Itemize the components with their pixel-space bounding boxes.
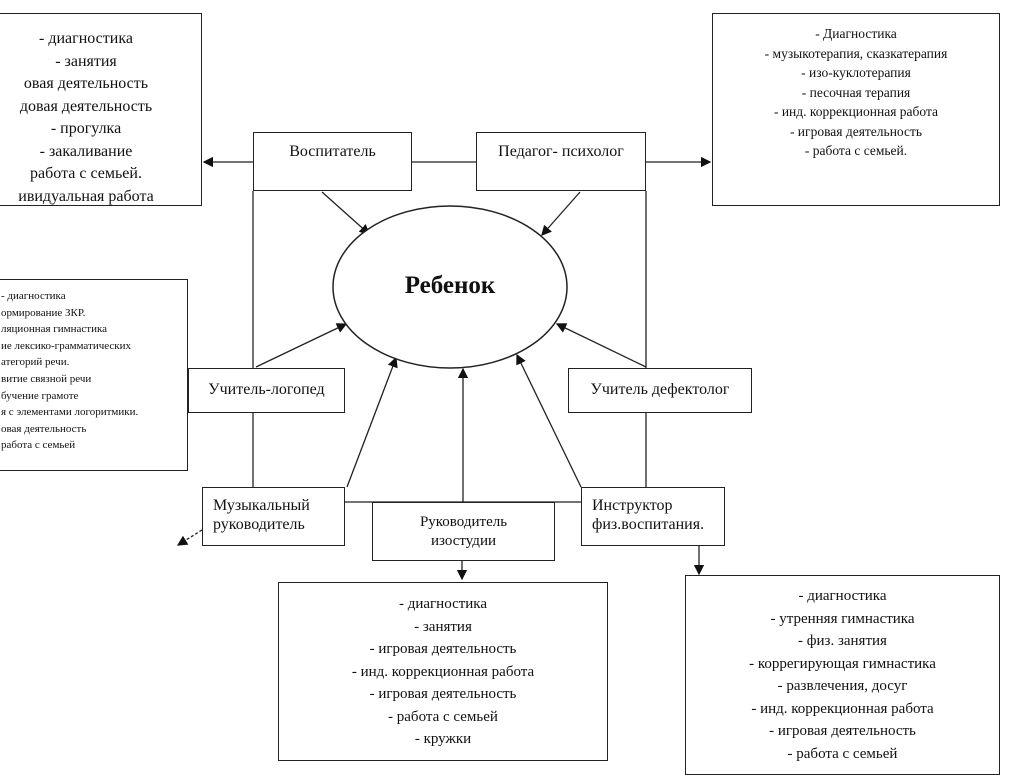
- task-item: работа с семьей: [1, 439, 76, 452]
- art-studio-label-line2: изостудии: [431, 533, 496, 549]
- psychologist-tasks-box: - Диагностика - музыкотерапия, сказкатер…: [712, 13, 1000, 206]
- speech-tasks-box: - диагностика ормирование ЗКР. ляционная…: [0, 279, 188, 471]
- pe-instructor-label-line1: Инструктор: [592, 497, 673, 514]
- task-item: - инд. коррекционная работа: [773, 104, 939, 119]
- task-item: ляционная гимнастика: [1, 323, 108, 336]
- educator-box: Воспитатель: [253, 132, 412, 191]
- task-item: - прогулка: [50, 120, 122, 137]
- task-item: - работа с семьей: [388, 708, 498, 725]
- pe-instructor-box: Инструктор физ.воспитания.: [581, 487, 725, 546]
- task-item: - инд. коррекционная работа: [351, 663, 535, 680]
- task-item: - кружки: [414, 731, 472, 747]
- arrow-defectologist-child: [555, 323, 647, 368]
- task-item: - диагностика: [1, 290, 66, 302]
- arrow-pe-child: [516, 353, 582, 488]
- psychologist-box: Педагог- психолог: [476, 132, 646, 191]
- pe-instructor-label-line2: физ.воспитания.: [592, 516, 705, 533]
- task-item: - утренняя гимнастика: [770, 610, 915, 627]
- task-item: овая деятельность: [23, 75, 149, 92]
- arrow-music-child: [346, 356, 398, 488]
- art-tasks-box: - диагностика - занятия - игровая деятел…: [278, 582, 608, 761]
- task-item: - игровая деятельность: [769, 723, 916, 739]
- arrow-music-out: [176, 529, 203, 546]
- task-item: ормирование ЗКР.: [1, 306, 86, 319]
- music-director-label-line2: руководитель: [213, 516, 305, 533]
- art-studio-label-line1: Руководитель: [419, 514, 508, 530]
- arrow-psychologist-child: [541, 191, 581, 236]
- task-item: ие лексико-грамматических: [1, 339, 132, 352]
- art-studio-box: Руководитель изостудии: [372, 502, 555, 561]
- task-item: - песочная терапия: [801, 84, 911, 100]
- task-item: - физ. занятия: [798, 633, 887, 649]
- task-item: - Диагностика: [815, 26, 897, 41]
- task-item: - развлечения, досуг: [777, 678, 908, 694]
- task-item: - игровая деятельность: [369, 686, 517, 702]
- task-item: - диагностика: [39, 30, 133, 47]
- task-item: овая деятельность: [1, 422, 87, 435]
- task-item: - диагностика: [798, 588, 887, 604]
- task-item: - инд. коррекционная работа: [751, 700, 934, 717]
- arrow-speech-child: [255, 323, 348, 368]
- task-item: атегорий речи.: [1, 356, 70, 369]
- task-item: - диагностика: [398, 596, 488, 612]
- child-label: Ребенок: [404, 272, 496, 299]
- task-item: я с элементами логоритмики.: [1, 406, 139, 419]
- task-item: бучение грамоте: [1, 389, 79, 402]
- child-ellipse: [332, 205, 568, 369]
- music-director-box: Музыкальный руководитель: [202, 487, 345, 546]
- task-item: витие связной речи: [1, 372, 92, 385]
- task-item: - изо-куклотерапия: [801, 65, 911, 80]
- educator-tasks-box: - диагностика - занятия овая деятельност…: [0, 13, 202, 206]
- task-item: - работа с семьей.: [804, 143, 908, 158]
- task-item: - закаливание: [39, 142, 133, 160]
- arrow-educator-child: [321, 191, 370, 235]
- task-item: - музыкотерапия, сказкатерапия: [764, 45, 948, 61]
- task-item: - игровая деятельность: [789, 123, 923, 139]
- task-item: работа с семьей.: [30, 165, 142, 182]
- pe-tasks-box: - диагностика - утренняя гимнастика - фи…: [685, 575, 1000, 775]
- task-item: - работа с семьей: [787, 745, 898, 762]
- task-item: довая деятельность: [19, 97, 153, 115]
- task-item: - занятия: [55, 52, 117, 70]
- task-item: - игровая деятельность: [369, 641, 517, 657]
- speech-therapist-box: Учитель-логопед: [188, 368, 345, 413]
- task-item: - занятия: [414, 618, 472, 635]
- task-item: ивидуальная работа: [18, 187, 154, 205]
- music-director-label-line1: Музыкальный: [213, 497, 310, 514]
- defectologist-box: Учитель дефектолог: [568, 368, 752, 413]
- task-item: - коррегирующая гимнастика: [749, 655, 936, 672]
